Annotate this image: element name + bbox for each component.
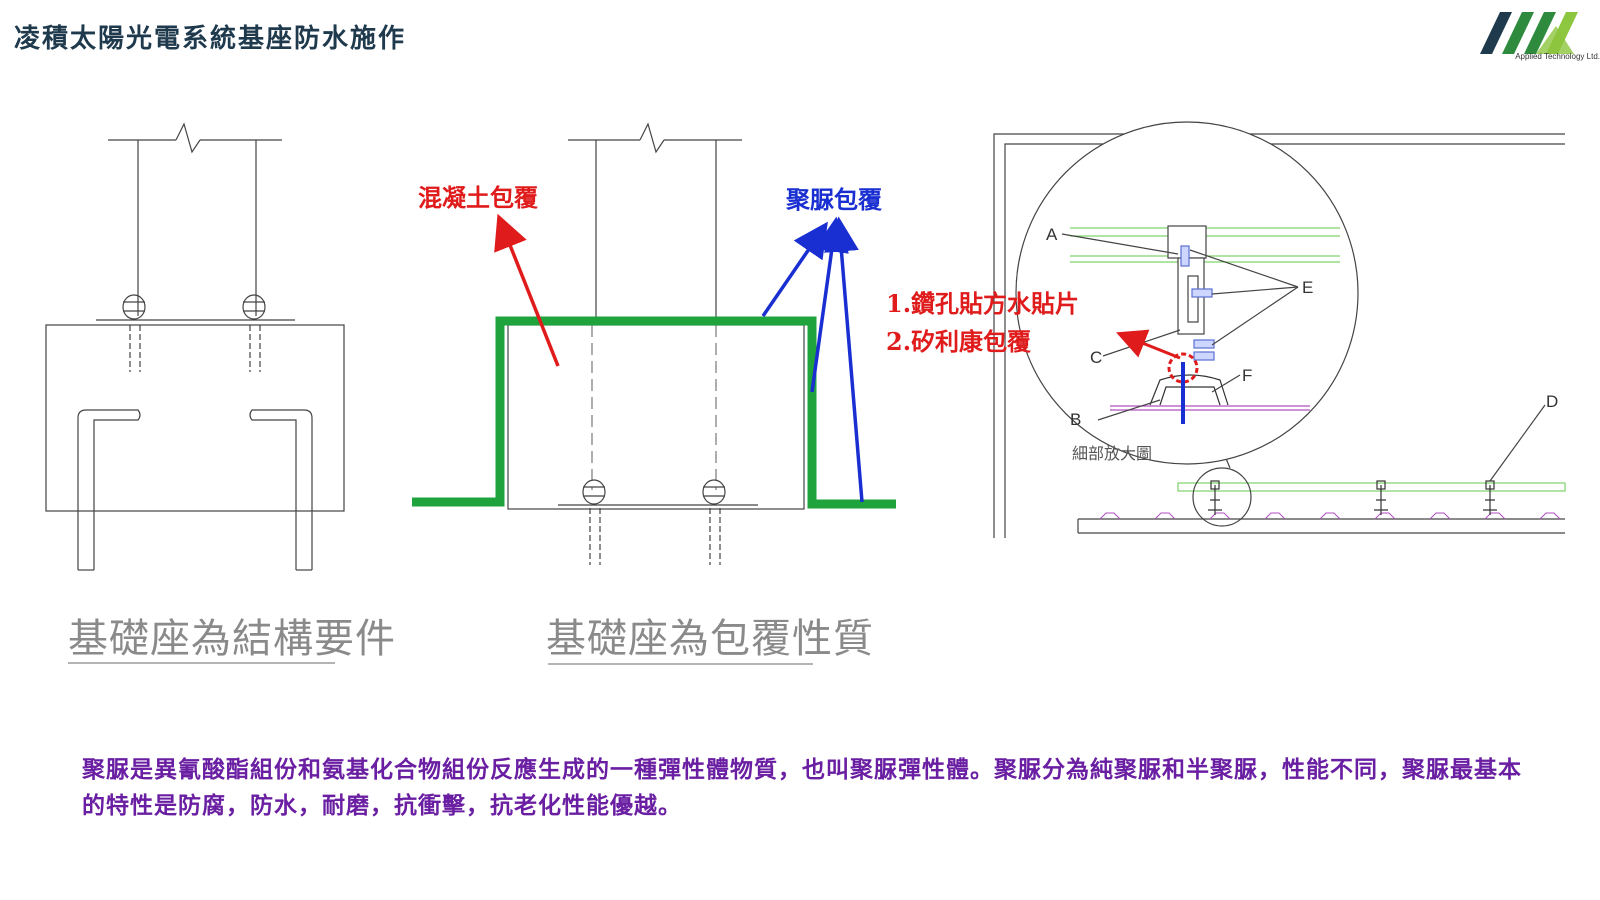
lingi-logo	[1480, 12, 1578, 54]
left-bolt-1	[122, 294, 146, 372]
step2-label: 2.矽利康包覆	[886, 327, 1032, 356]
step1-label: 1.鑽孔貼方水貼片	[886, 289, 1080, 318]
label-b: B	[1070, 410, 1082, 429]
concrete-arrow	[494, 213, 560, 367]
middle-foundation-drawing	[507, 122, 805, 565]
polyurea-arrow-1	[761, 221, 828, 317]
polyurea-cover-label: 聚脲包覆	[786, 185, 882, 214]
right-detail-drawing	[993, 121, 1566, 538]
detail-enlarge-label: 細部放大圖	[1072, 446, 1153, 463]
polyurea-coating-line	[412, 316, 896, 509]
label-f: F	[1242, 366, 1253, 385]
caption-covering: 基礎座為包覆性質	[546, 616, 874, 662]
drill-hole-highlight	[1167, 352, 1199, 384]
middle-bolt-2	[702, 479, 726, 565]
polyurea-description: 聚脲是異氰酸酯組份和氨基化合物組份反應生成的一種彈性體物質，也叫聚脲彈性體。聚脲…	[82, 756, 1522, 819]
logo-tagline: Applied Technology Ltd.	[1515, 52, 1600, 61]
left-foundation-drawing	[45, 122, 345, 571]
caption-structural: 基礎座為結構要件	[68, 616, 396, 662]
step-arrow	[1116, 329, 1181, 360]
page-title: 凌積太陽光電系統基座防水施作	[14, 24, 407, 54]
label-d: D	[1546, 392, 1559, 411]
left-bolt-2	[242, 294, 266, 372]
label-a: A	[1046, 225, 1058, 244]
concrete-cover-label: 混凝土包覆	[418, 183, 538, 212]
polyurea-arrow-2	[810, 216, 849, 393]
label-e: E	[1302, 278, 1314, 297]
label-c: C	[1090, 348, 1103, 367]
polyurea-arrow-3	[823, 216, 864, 503]
middle-bolt-1	[582, 479, 606, 565]
